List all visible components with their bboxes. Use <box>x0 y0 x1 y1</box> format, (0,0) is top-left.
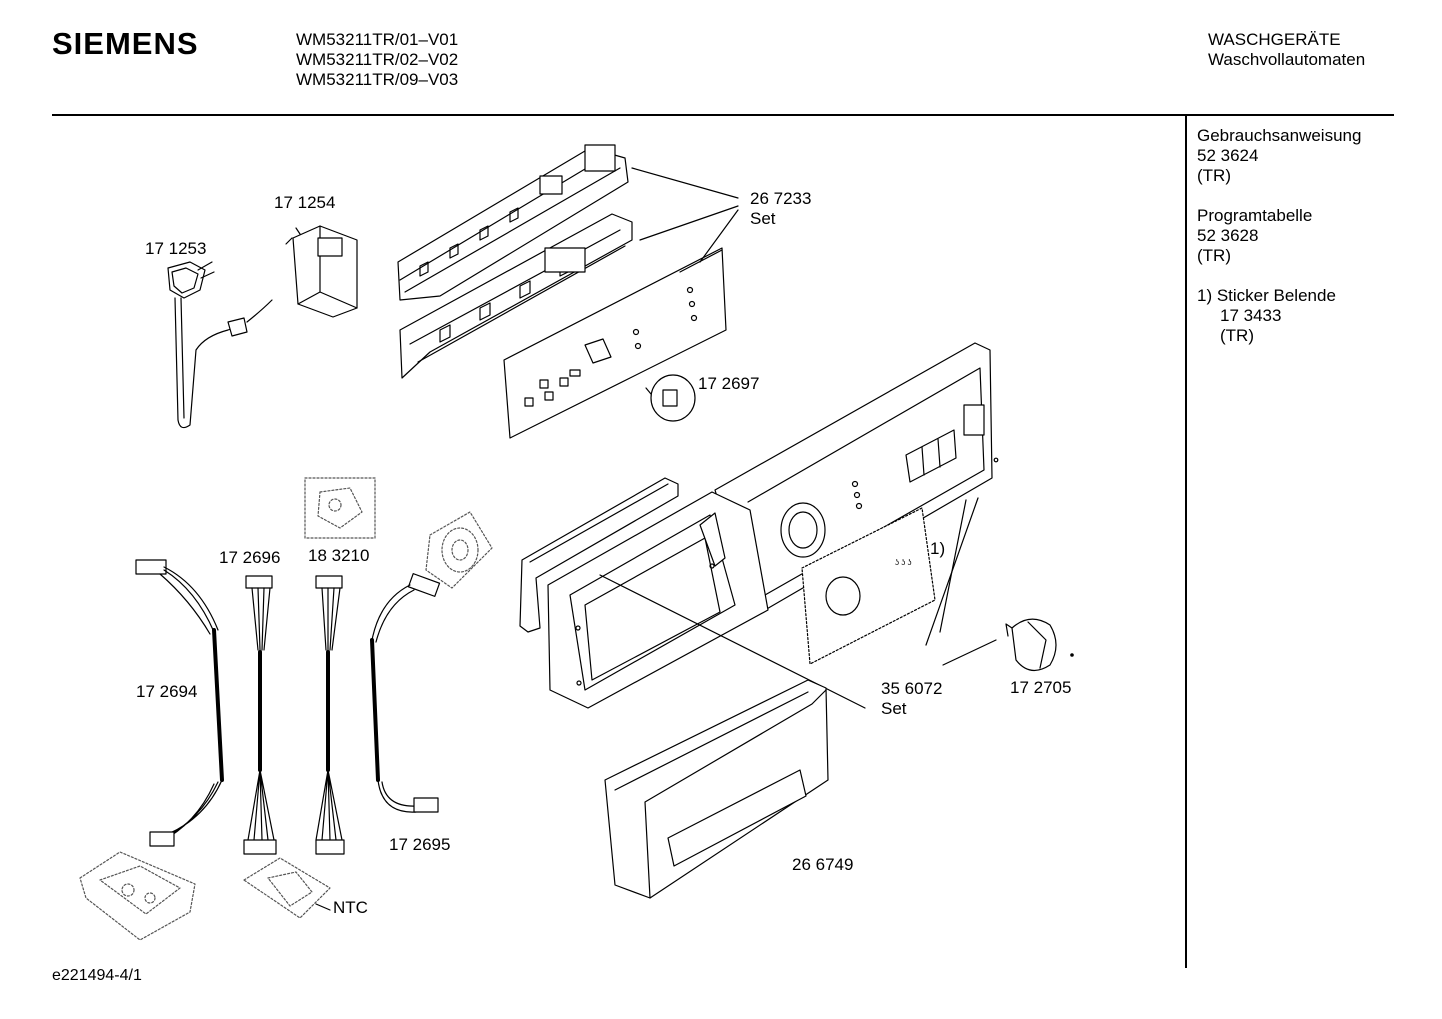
control-panel-part <box>714 342 999 611</box>
callout-172694: 17 2694 <box>136 682 198 701</box>
drawing-reference: e221494-4/1 <box>52 967 142 984</box>
note-program-table: Programtabelle 52 3628 (TR) <box>1197 206 1361 266</box>
callout-set-label: Set <box>750 209 776 228</box>
note-title: Gebrauchsanweisung <box>1197 126 1362 145</box>
filter-capacitor-part <box>285 225 358 318</box>
note-language: (TR) <box>1220 326 1254 345</box>
notes-panel: Gebrauchsanweisung 52 3624 (TR) Programt… <box>1197 126 1361 366</box>
callout-part-number: 26 7233 <box>750 189 812 208</box>
category-line: WASCHGERÄTE <box>1208 30 1341 49</box>
connector-detail-part <box>243 857 331 919</box>
callout-172696: 17 2696 <box>219 548 281 567</box>
note-title: 1) Sticker Belende <box>1197 286 1336 305</box>
model-line: WM53211TR/01–V01 <box>296 30 459 49</box>
connector-detail-part <box>425 511 493 589</box>
control-rail-part <box>397 144 629 301</box>
note-language: (TR) <box>1197 246 1231 265</box>
leader-lines <box>315 903 331 911</box>
callout-266749: 26 6749 <box>792 855 854 874</box>
callout-part-number: 35 6072 <box>881 679 943 698</box>
drawer-housing-part <box>547 491 769 709</box>
callout-356072: 35 6072 Set <box>881 679 942 719</box>
wire-harness-part <box>135 559 224 847</box>
note-part-number: 52 3628 <box>1197 226 1259 245</box>
sticker-panel-part: ʖ ʖ ʖ <box>801 507 936 665</box>
header-rule <box>52 114 1394 116</box>
note-title: Programtabelle <box>1197 206 1313 225</box>
note-part-number: 52 3624 <box>1197 146 1259 165</box>
model-list: WM53211TR/01–V01 WM53211TR/02–V02 WM5321… <box>296 30 458 90</box>
svg-text:ʖ ʖ ʖ: ʖ ʖ ʖ <box>895 558 911 567</box>
model-line: WM53211TR/09–V03 <box>296 70 459 89</box>
sidebar-rule <box>1185 116 1187 968</box>
brand-logo: SIEMENS <box>52 26 199 61</box>
electronic-module-part <box>503 247 727 439</box>
leader-lines <box>631 167 739 263</box>
category-line: Waschvollautomaten <box>1208 50 1366 69</box>
wire-harness-part <box>370 573 441 813</box>
category: WASCHGERÄTE Waschvollautomaten <box>1208 30 1365 70</box>
note-sticker: 1) Sticker Belende 17 3433 (TR) <box>1197 286 1361 346</box>
model-line: WM53211TR/02–V02 <box>296 50 459 69</box>
connector-detail-part <box>79 851 196 941</box>
control-frame-part <box>399 213 633 379</box>
callout-171253: 17 1253 <box>145 239 207 258</box>
note-manual: Gebrauchsanweisung 52 3624 (TR) <box>1197 126 1361 186</box>
drawer-seal-part <box>519 477 679 633</box>
callout-172705: 17 2705 <box>1010 678 1072 697</box>
callout-172695: 17 2695 <box>389 835 451 854</box>
wire-harness-part <box>315 575 345 855</box>
callout-267233: 26 7233 Set <box>750 189 811 229</box>
callout-note-1: 1) <box>930 539 946 558</box>
program-knob-part <box>1005 618 1074 671</box>
knob-axle-part <box>645 374 696 422</box>
callout-183210: 18 3210 <box>308 546 370 565</box>
callout-171254: 17 1254 <box>274 193 336 212</box>
callout-172697: 17 2697 <box>698 374 760 393</box>
callout-ntc: NTC <box>333 898 368 917</box>
note-language: (TR) <box>1197 166 1231 185</box>
drawer-handle-part <box>604 679 829 899</box>
power-cord-part <box>167 261 273 429</box>
note-part-number: 17 3433 <box>1220 306 1282 325</box>
wire-harness-part <box>243 575 277 855</box>
connector-detail-part <box>304 477 376 539</box>
callout-set-label: Set <box>881 699 907 718</box>
